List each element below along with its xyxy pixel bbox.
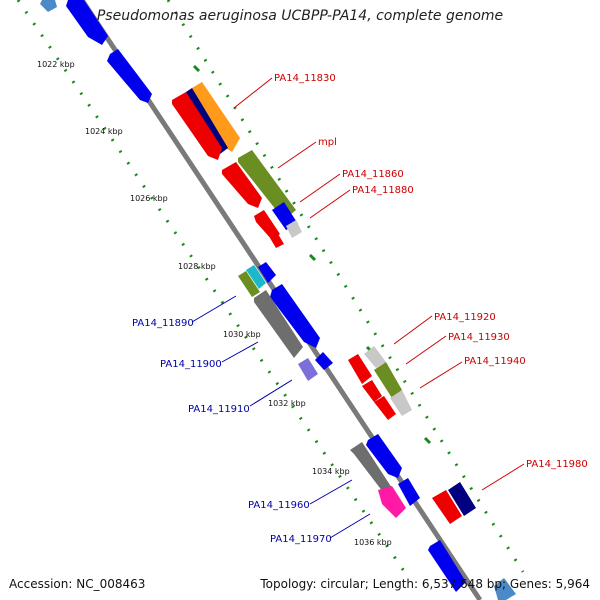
kbp-label: 1036 kbp [354,538,392,547]
kbp-label: 1030 kbp [223,330,261,339]
gene-arrow-lightgrey [390,390,412,416]
gene-arrow-olive [238,271,260,297]
gene-arrow-olive [374,362,402,398]
gene-arrow-grey [254,290,303,358]
gene-arrow-red [348,354,372,384]
gene-arrow-blue [270,284,320,348]
gene-arrow-grey [350,442,392,496]
gene-arrow-navy [186,88,228,154]
gene-label[interactable]: PA14_11940 [464,356,526,367]
inner-tick-ring [16,0,412,581]
gene-arrow-steelblue [494,578,516,600]
gene-arrow-purple [298,358,318,381]
gene-arrow-lightgrey [364,346,386,368]
gene-label[interactable]: PA14_11830 [274,73,336,84]
gene-arrow-red [374,396,396,420]
gene-arrow-blue [107,49,152,103]
kbp-label: 1022 kbp [37,60,75,69]
kbp-label: 1032 kbp [268,399,306,408]
gene-label[interactable]: mpl [318,137,337,148]
gene-label[interactable]: PA14_11900 [160,359,222,370]
gene-arrow-blue [366,434,402,478]
gene-arrow-red [270,234,284,248]
kbp-label: 1026 kbp [130,194,168,203]
gene-arrow-blue [315,352,333,370]
gene-label[interactable]: PA14_11860 [342,169,404,180]
gene-arrow-red [362,380,382,402]
gene-arrow-blue [66,0,108,45]
kbp-label: 1024 kbp [85,127,123,136]
gene-label[interactable]: PA14_11960 [248,500,310,511]
gene-label[interactable]: PA14_11980 [526,459,588,470]
topology-text: Topology: circular; Length: 6,537,648 bp… [260,577,590,591]
gene-arrow-blue [258,262,276,283]
gene-arrow-orange [192,82,240,152]
gene-label[interactable]: PA14_11890 [132,318,194,329]
gene-arrow-red [254,210,280,240]
accession-text: Accession: NC_008463 [9,577,146,591]
gene-arrow-navy [448,482,476,516]
kbp-label: 1028 kbp [178,262,216,271]
gene-arrow-blue [428,540,466,592]
gene-arrow-red [432,490,462,524]
gene-arrow-red [172,92,222,160]
leader-lines-forward [233,77,525,491]
gene-arrow-magenta [378,486,406,518]
gene-arrow-cyan [246,265,266,289]
page-title: Pseudomonas aeruginosa UCBPP-PA14, compl… [96,8,504,24]
gene-label[interactable]: PA14_11880 [352,185,414,196]
gene-arrow-olive [238,150,296,220]
gene-label[interactable]: PA14_11930 [448,332,510,343]
gene-label[interactable]: PA14_11920 [434,312,496,323]
gene-arrow-steelblue [40,0,57,12]
gene-arrow-blue [398,478,420,506]
gene-label[interactable]: PA14_11970 [270,534,332,545]
gene-arrow-red [222,162,262,208]
kbp-label: 1034 kbp [312,467,350,476]
gene-arrow-lightgrey [286,220,302,238]
outer-tick-ring [166,0,525,573]
gene-label[interactable]: PA14_11910 [188,404,250,415]
leader-lines-reverse [191,295,371,539]
